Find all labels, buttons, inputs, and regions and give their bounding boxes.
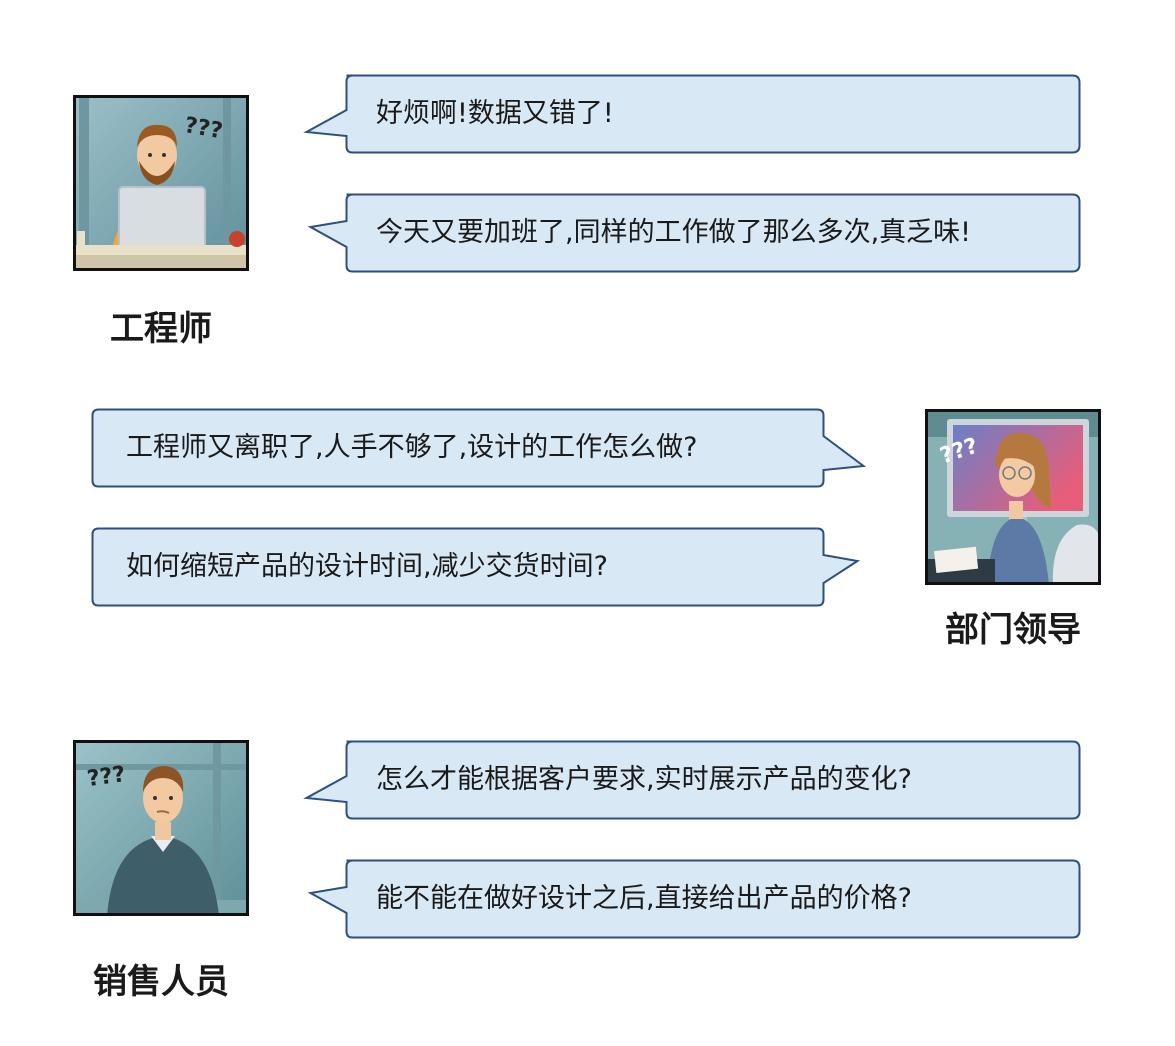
engineer-line-2: 今天又要加班了,同样的工作做了那么多次,真乏味!	[376, 217, 971, 248]
sales-line-1: 怎么才能根据客户要求,实时展示产品的变化?	[376, 764, 912, 795]
sales-bubble-2	[307, 859, 1081, 939]
manager-line-1: 工程师又离职了,人手不够了,设计的工作怎么做?	[126, 432, 698, 463]
sales-label: 销售人员	[93, 962, 229, 1002]
manager-line-2: 如何缩短产品的设计时间,减少交货时间?	[126, 551, 608, 582]
manager-label: 部门领导	[945, 610, 1081, 650]
engineer-avatar: ???	[73, 95, 249, 271]
manager-bubble-1	[91, 408, 867, 488]
sales-question-marks: ???	[86, 762, 127, 792]
sales-bubble-1	[303, 740, 1081, 820]
engineer-bubble-1	[303, 74, 1081, 154]
engineer-bubble-2	[307, 193, 1081, 273]
manager-avatar: ???	[925, 409, 1101, 585]
sales-avatar: ???	[73, 740, 249, 916]
engineer-label: 工程师	[110, 309, 212, 349]
engineer-line-1: 好烦啊!数据又错了!	[376, 98, 614, 129]
manager-bubble-2	[91, 527, 861, 607]
sales-line-2: 能不能在做好设计之后,直接给出产品的价格?	[376, 883, 912, 914]
